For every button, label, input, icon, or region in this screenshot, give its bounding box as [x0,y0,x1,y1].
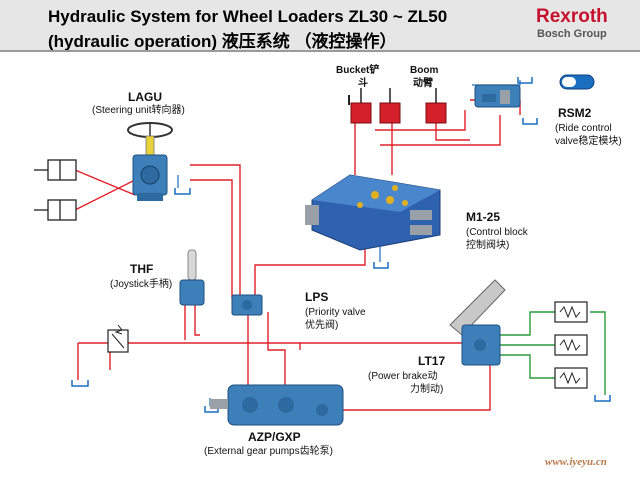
control-block [305,174,441,251]
priority-valve [231,294,263,316]
header-divider [0,50,640,52]
label-lt17-name: LT17 [418,354,446,368]
brake-lines [500,311,606,395]
label-lt17-desc1: (Power brake动 [368,371,438,382]
label-bucket-name: Bucket铲 [336,65,380,76]
pressure-lines [48,99,521,411]
bucket-cylinder-left [348,88,372,124]
label-lps-name: LPS [305,290,329,304]
label-thf-name: THF [130,262,154,276]
header-bar: Hydraulic System for Wheel Loaders ZL30 … [0,0,640,51]
label-rsm2-name: RSM2 [558,106,592,120]
brand-subtitle: Bosch Group [537,28,607,40]
joystick [179,249,205,306]
brake-cylinder-top [554,301,588,323]
label-lt17-desc2: 力制动) [410,384,444,395]
label-boom-desc: 动臂 [413,78,433,89]
label-boom-name: Boom [410,65,439,76]
bucket-cylinder-right [379,88,401,124]
label-bucket-desc: 斗 [358,78,368,89]
label-lagu-desc: (Steering unit转向器) [92,105,185,116]
title-line-2: (hydraulic operation) 液压系统 （液控操作） [48,32,397,51]
brake-valve [449,279,506,366]
label-m125-name: M1-25 [466,210,501,224]
brand-logo: Rexroth [536,6,608,27]
title-line-1: Hydraulic System for Wheel Loaders ZL30 … [48,7,448,26]
label-lagu-name: LAGU [128,90,162,104]
label-thf-desc: (Joystick手柄) [110,279,173,290]
steering-cylinder-top [34,159,77,181]
label-lps-desc1: (Priority valve [305,307,366,318]
steering-unit [127,122,173,201]
relief-valve-symbol [107,324,129,353]
boom-cylinder [425,88,447,124]
hydraulic-diagram [34,74,611,426]
label-m125-desc1: (Control block [466,227,528,238]
brake-cylinder-bottom [554,367,588,389]
label-azp-name: AZP/GXP [248,430,301,444]
tank-symbols [71,77,611,413]
label-lps-desc2: 优先阀) [305,320,339,331]
gear-pumps [210,384,344,426]
label-rsm2-desc1: (Ride control [555,123,612,134]
label-rsm2-desc2: valve稳定模块) [555,136,622,147]
brake-cylinder-middle [554,334,588,356]
label-m125-desc2: 控制阀块) [466,240,510,251]
watermark: www.iyeyu.cn [545,456,607,468]
label-azp-desc: (External gear pumps齿轮泵) [204,446,333,457]
steering-cylinder-bottom [34,199,77,221]
ride-control-valve [474,74,595,108]
